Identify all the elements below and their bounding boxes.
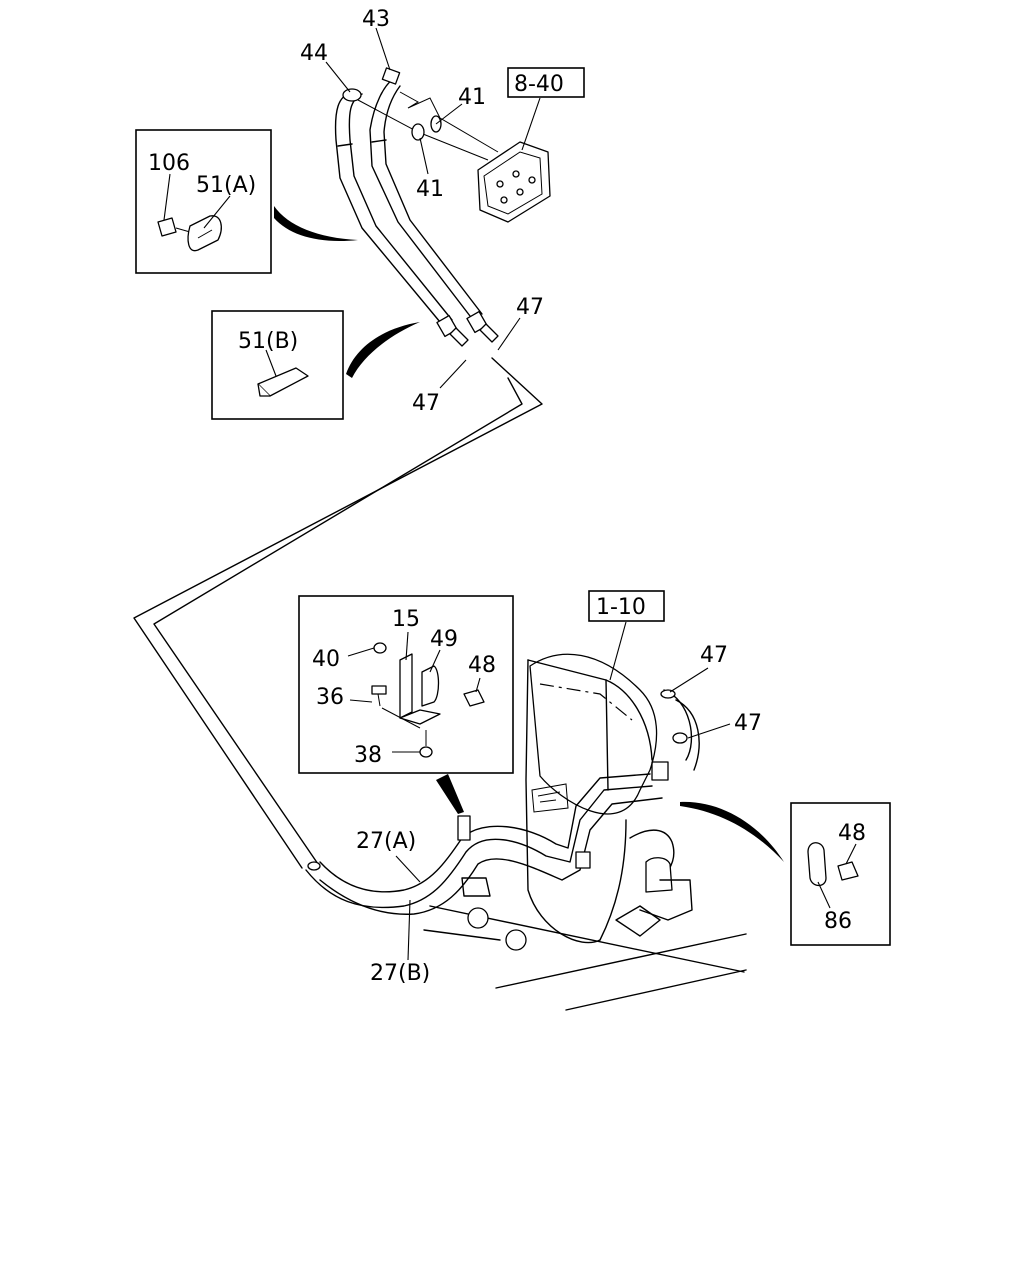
detail-arrow-bracket bbox=[436, 774, 464, 814]
callout-36: 36 bbox=[316, 685, 344, 710]
ref-box-1-10 bbox=[588, 590, 665, 622]
detail-box-clip-51a bbox=[135, 129, 272, 274]
leader-lines bbox=[163, 27, 857, 961]
callout-44: 44 bbox=[300, 41, 328, 66]
callout-48-clip: 48 bbox=[838, 821, 866, 846]
lower-hoses bbox=[305, 761, 669, 915]
return-pipe bbox=[133, 357, 543, 869]
callout-86: 86 bbox=[824, 909, 852, 934]
callout-48-bracket: 48 bbox=[468, 653, 496, 678]
ref-box-8-40 bbox=[507, 67, 585, 98]
callout-41-top: 41 bbox=[458, 85, 486, 110]
engine-block bbox=[423, 653, 747, 1011]
detail-arrow-51b bbox=[346, 322, 420, 378]
ref-label-8-40: 8-40 bbox=[514, 72, 564, 97]
callout-27b: 27(B) bbox=[370, 961, 430, 986]
callout-labels: 43 44 41 41 8-40 106 51(A) 51(B) 47 47 1… bbox=[148, 7, 866, 986]
callout-38: 38 bbox=[354, 743, 382, 768]
detail-arrow-86 bbox=[680, 801, 784, 862]
valve-block bbox=[477, 141, 551, 223]
upper-hose-pair bbox=[334, 67, 499, 347]
callout-40: 40 bbox=[312, 647, 340, 672]
callout-47-upper-right: 47 bbox=[516, 295, 544, 320]
detail-box-bracket bbox=[298, 595, 514, 774]
detail-box-clip-86 bbox=[790, 802, 891, 946]
callout-15: 15 bbox=[392, 607, 420, 632]
callout-27a: 27(A) bbox=[356, 829, 416, 854]
callout-49: 49 bbox=[430, 627, 458, 652]
callout-51b: 51(B) bbox=[238, 329, 298, 354]
detail-arrow-51a bbox=[274, 206, 358, 242]
callout-106: 106 bbox=[148, 151, 190, 176]
ref-label-1-10: 1-10 bbox=[596, 595, 646, 620]
callout-47-engine-top: 47 bbox=[700, 643, 728, 668]
callout-47-engine-side: 47 bbox=[734, 711, 762, 736]
callout-41-bottom: 41 bbox=[416, 177, 444, 202]
callout-43: 43 bbox=[362, 7, 390, 32]
callout-47-upper-left: 47 bbox=[412, 391, 440, 416]
detail-box-plate-51b bbox=[211, 310, 344, 420]
callout-51a: 51(A) bbox=[196, 173, 256, 198]
